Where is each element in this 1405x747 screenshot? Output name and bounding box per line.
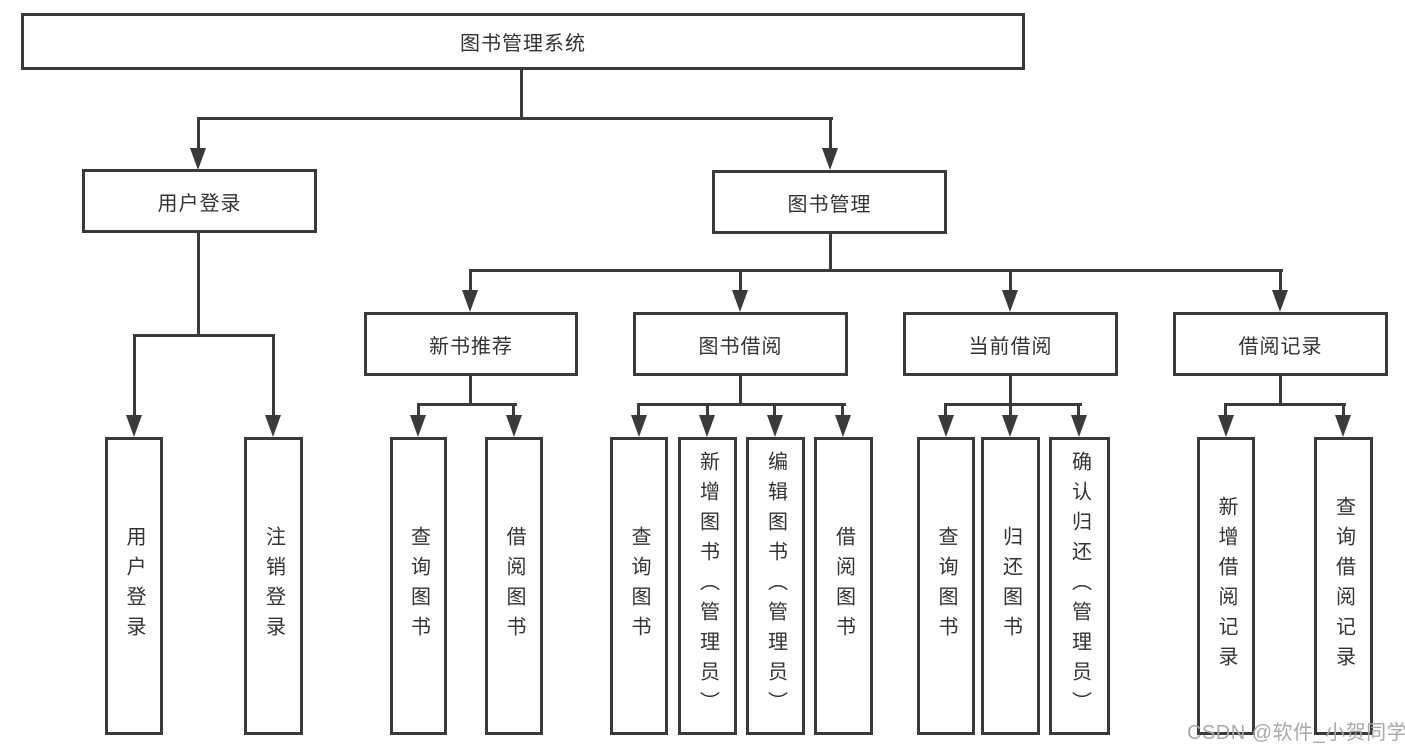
leaf-label: 新增借阅记录 — [1215, 496, 1237, 676]
arrowhead-leaf — [1218, 415, 1234, 437]
arrowhead-new-books — [462, 290, 478, 312]
arrowhead-leaf — [767, 415, 783, 437]
connector-stub — [706, 403, 709, 417]
arrowhead-leaf-login — [126, 415, 142, 437]
node-book-borrowing: 图书借阅 — [633, 312, 848, 376]
connector-stub-leaf-login — [133, 334, 136, 416]
node-book-borrowing-label: 图书借阅 — [698, 335, 783, 358]
connector-stub — [944, 403, 947, 417]
connector-book-borrow-stem — [739, 376, 742, 406]
leaf-borrow-books: 借阅图书 — [814, 437, 873, 735]
arrowhead-current-borrow — [1002, 290, 1018, 312]
leaf-query-books-recommend: 查询图书 — [390, 437, 447, 735]
leaf-user-login-label: 用户登录 — [123, 526, 145, 646]
leaf-label: 查询借阅记录 — [1332, 496, 1355, 676]
connector-book-borrow-branch — [637, 403, 846, 406]
leaf-label: 查询图书 — [935, 526, 957, 646]
leaf-label: 归还图书 — [999, 526, 1022, 646]
connector-stub — [1077, 403, 1080, 417]
connector-stub — [773, 403, 776, 417]
arrowhead-book-borrow — [732, 290, 748, 312]
connector-stub-current-borrow — [1009, 269, 1012, 293]
arrowhead-user-login — [190, 148, 206, 170]
csdn-watermark: CSDN @软件_小贺同学 — [1187, 722, 1405, 744]
connector-current-borrow-stem — [1009, 376, 1012, 406]
leaf-logout: 注销登录 — [244, 437, 303, 735]
node-current-borrowing-label: 当前借阅 — [968, 335, 1053, 358]
connector-book-mgmt-stem — [829, 234, 832, 272]
node-book-management-label: 图书管理 — [787, 193, 872, 216]
leaf-query-books-borrow: 查询图书 — [610, 437, 668, 735]
leaf-confirm-return-admin: 确认归还（管理员） — [1049, 437, 1110, 735]
connector-stub — [512, 403, 515, 417]
arrowhead-leaf — [835, 415, 851, 437]
connector-stub — [1224, 403, 1227, 417]
leaf-label: 新增图书（管理员） — [696, 451, 719, 721]
leaf-label: 确认归还（管理员） — [1068, 451, 1091, 721]
connector-borrow-records-branch — [1224, 403, 1346, 406]
leaf-label: 查询图书 — [407, 526, 430, 646]
arrowhead-leaf — [1002, 415, 1018, 437]
arrowhead-borrow-records — [1272, 290, 1288, 312]
arrowhead-leaf — [1071, 415, 1087, 437]
node-book-management: 图书管理 — [712, 170, 947, 234]
connector-current-borrow-branch — [944, 403, 1082, 406]
arrowhead-leaf — [631, 415, 647, 437]
connector-stub — [417, 403, 420, 417]
leaf-label: 借阅图书 — [503, 526, 525, 646]
leaf-query-books-current: 查询图书 — [917, 437, 975, 735]
connector-stub-new-books — [469, 269, 472, 293]
leaf-label: 编辑图书（管理员） — [764, 451, 787, 721]
connector-user-login-branch — [133, 334, 275, 337]
leaf-edit-books-admin: 编辑图书（管理员） — [746, 437, 805, 735]
connector-stub-book-mgmt — [829, 117, 832, 151]
leaf-return-books: 归还图书 — [981, 437, 1040, 735]
arrowhead-leaf-logout — [265, 415, 281, 437]
leaf-query-borrow-record: 查询借阅记录 — [1314, 437, 1373, 735]
connector-stub — [841, 403, 844, 417]
connector-level1-branch — [197, 117, 833, 120]
leaf-add-books-admin: 新增图书（管理员） — [678, 437, 737, 735]
node-current-borrowing: 当前借阅 — [903, 312, 1118, 376]
connector-stub — [1009, 403, 1012, 417]
connector-root-stem — [520, 70, 523, 118]
connector-stub-user-login — [197, 117, 200, 151]
leaf-add-borrow-record: 新增借阅记录 — [1197, 437, 1255, 735]
connector-level2-branch — [469, 269, 1283, 272]
arrowhead-leaf — [506, 415, 522, 437]
leaf-borrow-books-recommend: 借阅图书 — [485, 437, 543, 735]
connector-user-login-stem — [197, 233, 200, 337]
arrowhead-book-mgmt — [822, 148, 838, 170]
connector-stub-borrow-records — [1279, 269, 1282, 293]
node-root: 图书管理系统 — [21, 13, 1025, 70]
leaf-logout-label: 注销登录 — [262, 526, 285, 646]
node-borrowing-records-label: 借阅记录 — [1238, 335, 1323, 358]
connector-stub — [1342, 403, 1345, 417]
connector-new-books-branch — [417, 403, 517, 406]
arrowhead-leaf — [1335, 415, 1351, 437]
connector-new-books-stem — [469, 376, 472, 406]
connector-borrow-records-stem — [1279, 376, 1282, 406]
node-new-book-recommend: 新书推荐 — [364, 312, 578, 376]
node-root-label: 图书管理系统 — [460, 33, 586, 55]
node-borrowing-records: 借阅记录 — [1173, 312, 1388, 376]
connector-stub — [637, 403, 640, 417]
arrowhead-leaf — [699, 415, 715, 437]
connector-stub-leaf-logout — [272, 334, 275, 416]
node-user-login-label: 用户登录 — [157, 192, 242, 215]
leaf-user-login: 用户登录 — [105, 437, 163, 735]
leaf-label: 查询图书 — [628, 526, 650, 646]
leaf-label: 借阅图书 — [832, 526, 855, 646]
arrowhead-leaf — [938, 415, 954, 437]
node-new-book-recommend-label: 新书推荐 — [429, 335, 513, 358]
arrowhead-leaf — [410, 415, 426, 437]
node-user-login: 用户登录 — [82, 169, 317, 233]
connector-stub-book-borrow — [739, 269, 742, 293]
